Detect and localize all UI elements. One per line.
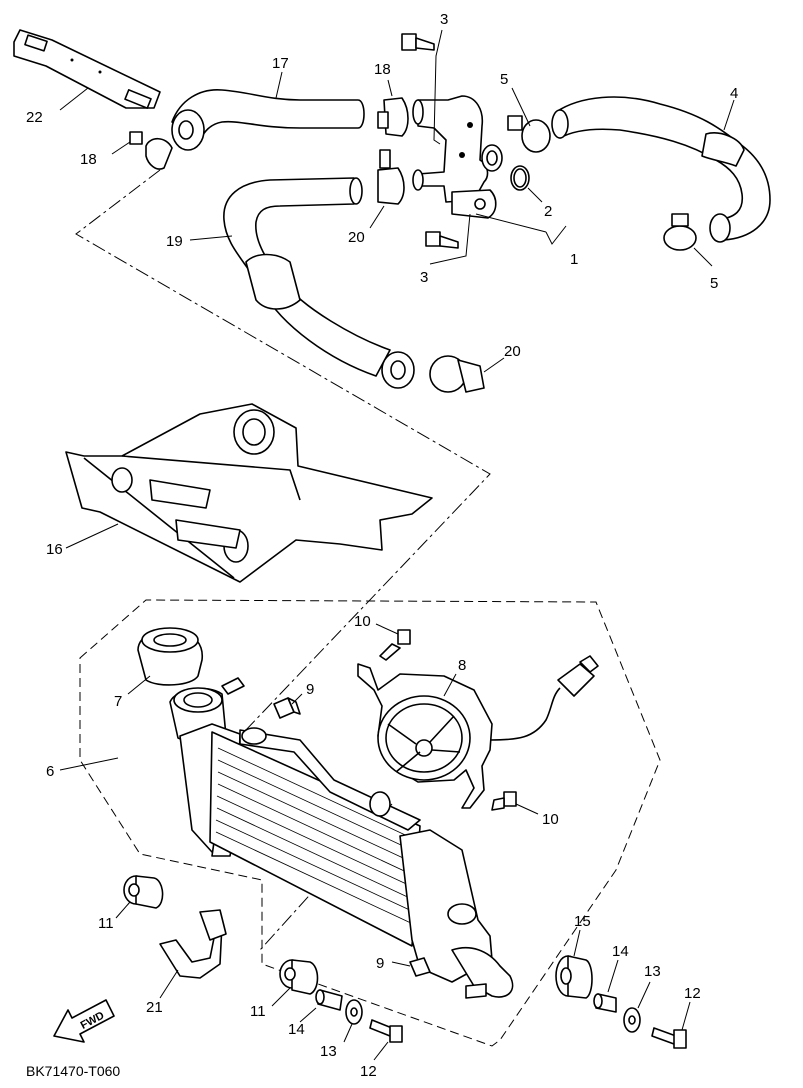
callout-3-top: 3 xyxy=(440,11,448,28)
part-5-clamp-top xyxy=(507,87,551,153)
part-10-bolt-lower xyxy=(491,791,539,815)
part-20-clamp-lower xyxy=(429,355,505,393)
callout-9-upper: 9 xyxy=(306,681,314,698)
part-22-bracket xyxy=(13,29,161,111)
callout-5-top: 5 xyxy=(500,71,508,88)
part-18-clamp-right xyxy=(377,79,409,137)
assembly-6-boundary xyxy=(79,599,661,1047)
part-8-fan xyxy=(357,655,599,809)
part-1-thermostat-housing xyxy=(412,95,567,245)
callout-labels: 1 2 3 3 4 5 5 6 7 8 9 9 10 10 11 11 12 1… xyxy=(26,11,738,1080)
part-12-bolt-left xyxy=(369,1019,403,1061)
callout-20-upper: 20 xyxy=(348,229,365,246)
callout-14-left: 14 xyxy=(288,1021,305,1038)
callout-11-left: 11 xyxy=(98,915,114,932)
callout-14-right: 14 xyxy=(612,943,629,960)
callout-18-right: 18 xyxy=(374,61,391,78)
callout-12-left: 12 xyxy=(360,1063,377,1080)
callout-21: 21 xyxy=(146,999,163,1016)
part-3-bolt-top xyxy=(401,29,443,145)
callout-19: 19 xyxy=(166,233,183,250)
part-17-hose xyxy=(171,71,365,151)
fwd-arrow-icon: FWD xyxy=(53,999,115,1043)
diagram-code: BK71470-T060 xyxy=(26,1063,120,1079)
callout-2: 2 xyxy=(544,203,552,220)
part-9-nut-lower xyxy=(391,957,431,977)
callout-22: 22 xyxy=(26,109,43,126)
callout-6: 6 xyxy=(46,763,54,780)
part-19-hose xyxy=(189,177,415,389)
callout-3-bottom: 3 xyxy=(420,269,428,286)
reference-line-upper xyxy=(75,169,491,733)
callout-10-lower: 10 xyxy=(542,811,559,828)
callout-20-lower: 20 xyxy=(504,343,521,360)
part-21-bracket xyxy=(159,909,227,999)
part-14-collar-left xyxy=(299,989,343,1023)
callout-18-left: 18 xyxy=(80,151,97,168)
part-6-radiator xyxy=(169,677,514,999)
callout-9-lower: 9 xyxy=(376,955,384,972)
part-11-grommet-right xyxy=(271,959,319,1007)
callout-16: 16 xyxy=(46,541,63,558)
callout-11-right: 11 xyxy=(250,1003,266,1020)
part-16-shroud xyxy=(65,403,433,583)
part-20-clamp-upper xyxy=(369,149,405,229)
part-12-bolt-right xyxy=(651,1001,691,1049)
part-9-nut-upper xyxy=(273,693,303,719)
part-11-grommet-left xyxy=(115,875,164,919)
part-14-collar-right xyxy=(593,959,619,1013)
part-10-bolt-upper xyxy=(375,623,411,661)
part-13-washer-left xyxy=(343,999,363,1043)
callout-13-right: 13 xyxy=(644,963,661,980)
callout-1: 1 xyxy=(570,251,578,268)
radiator-fins xyxy=(215,747,417,925)
part-2-o-ring xyxy=(510,165,543,203)
callout-17: 17 xyxy=(272,55,289,72)
callout-10-upper: 10 xyxy=(354,613,371,630)
part-18-clamp-left xyxy=(111,131,173,170)
callout-13-left: 13 xyxy=(320,1043,337,1060)
callout-5-bottom: 5 xyxy=(710,275,718,292)
callout-7: 7 xyxy=(114,693,122,710)
callout-4: 4 xyxy=(730,85,738,102)
part-4-hose xyxy=(551,96,771,243)
part-3-bolt-bottom xyxy=(425,213,471,265)
part-7-radiator-cap xyxy=(127,627,203,695)
part-13-washer-right xyxy=(623,981,651,1033)
callout-12-right: 12 xyxy=(684,985,701,1002)
callout-8: 8 xyxy=(458,657,466,674)
part-15-grommet xyxy=(555,929,593,999)
part-5-clamp-bottom xyxy=(663,213,713,267)
callout-15: 15 xyxy=(574,913,591,930)
